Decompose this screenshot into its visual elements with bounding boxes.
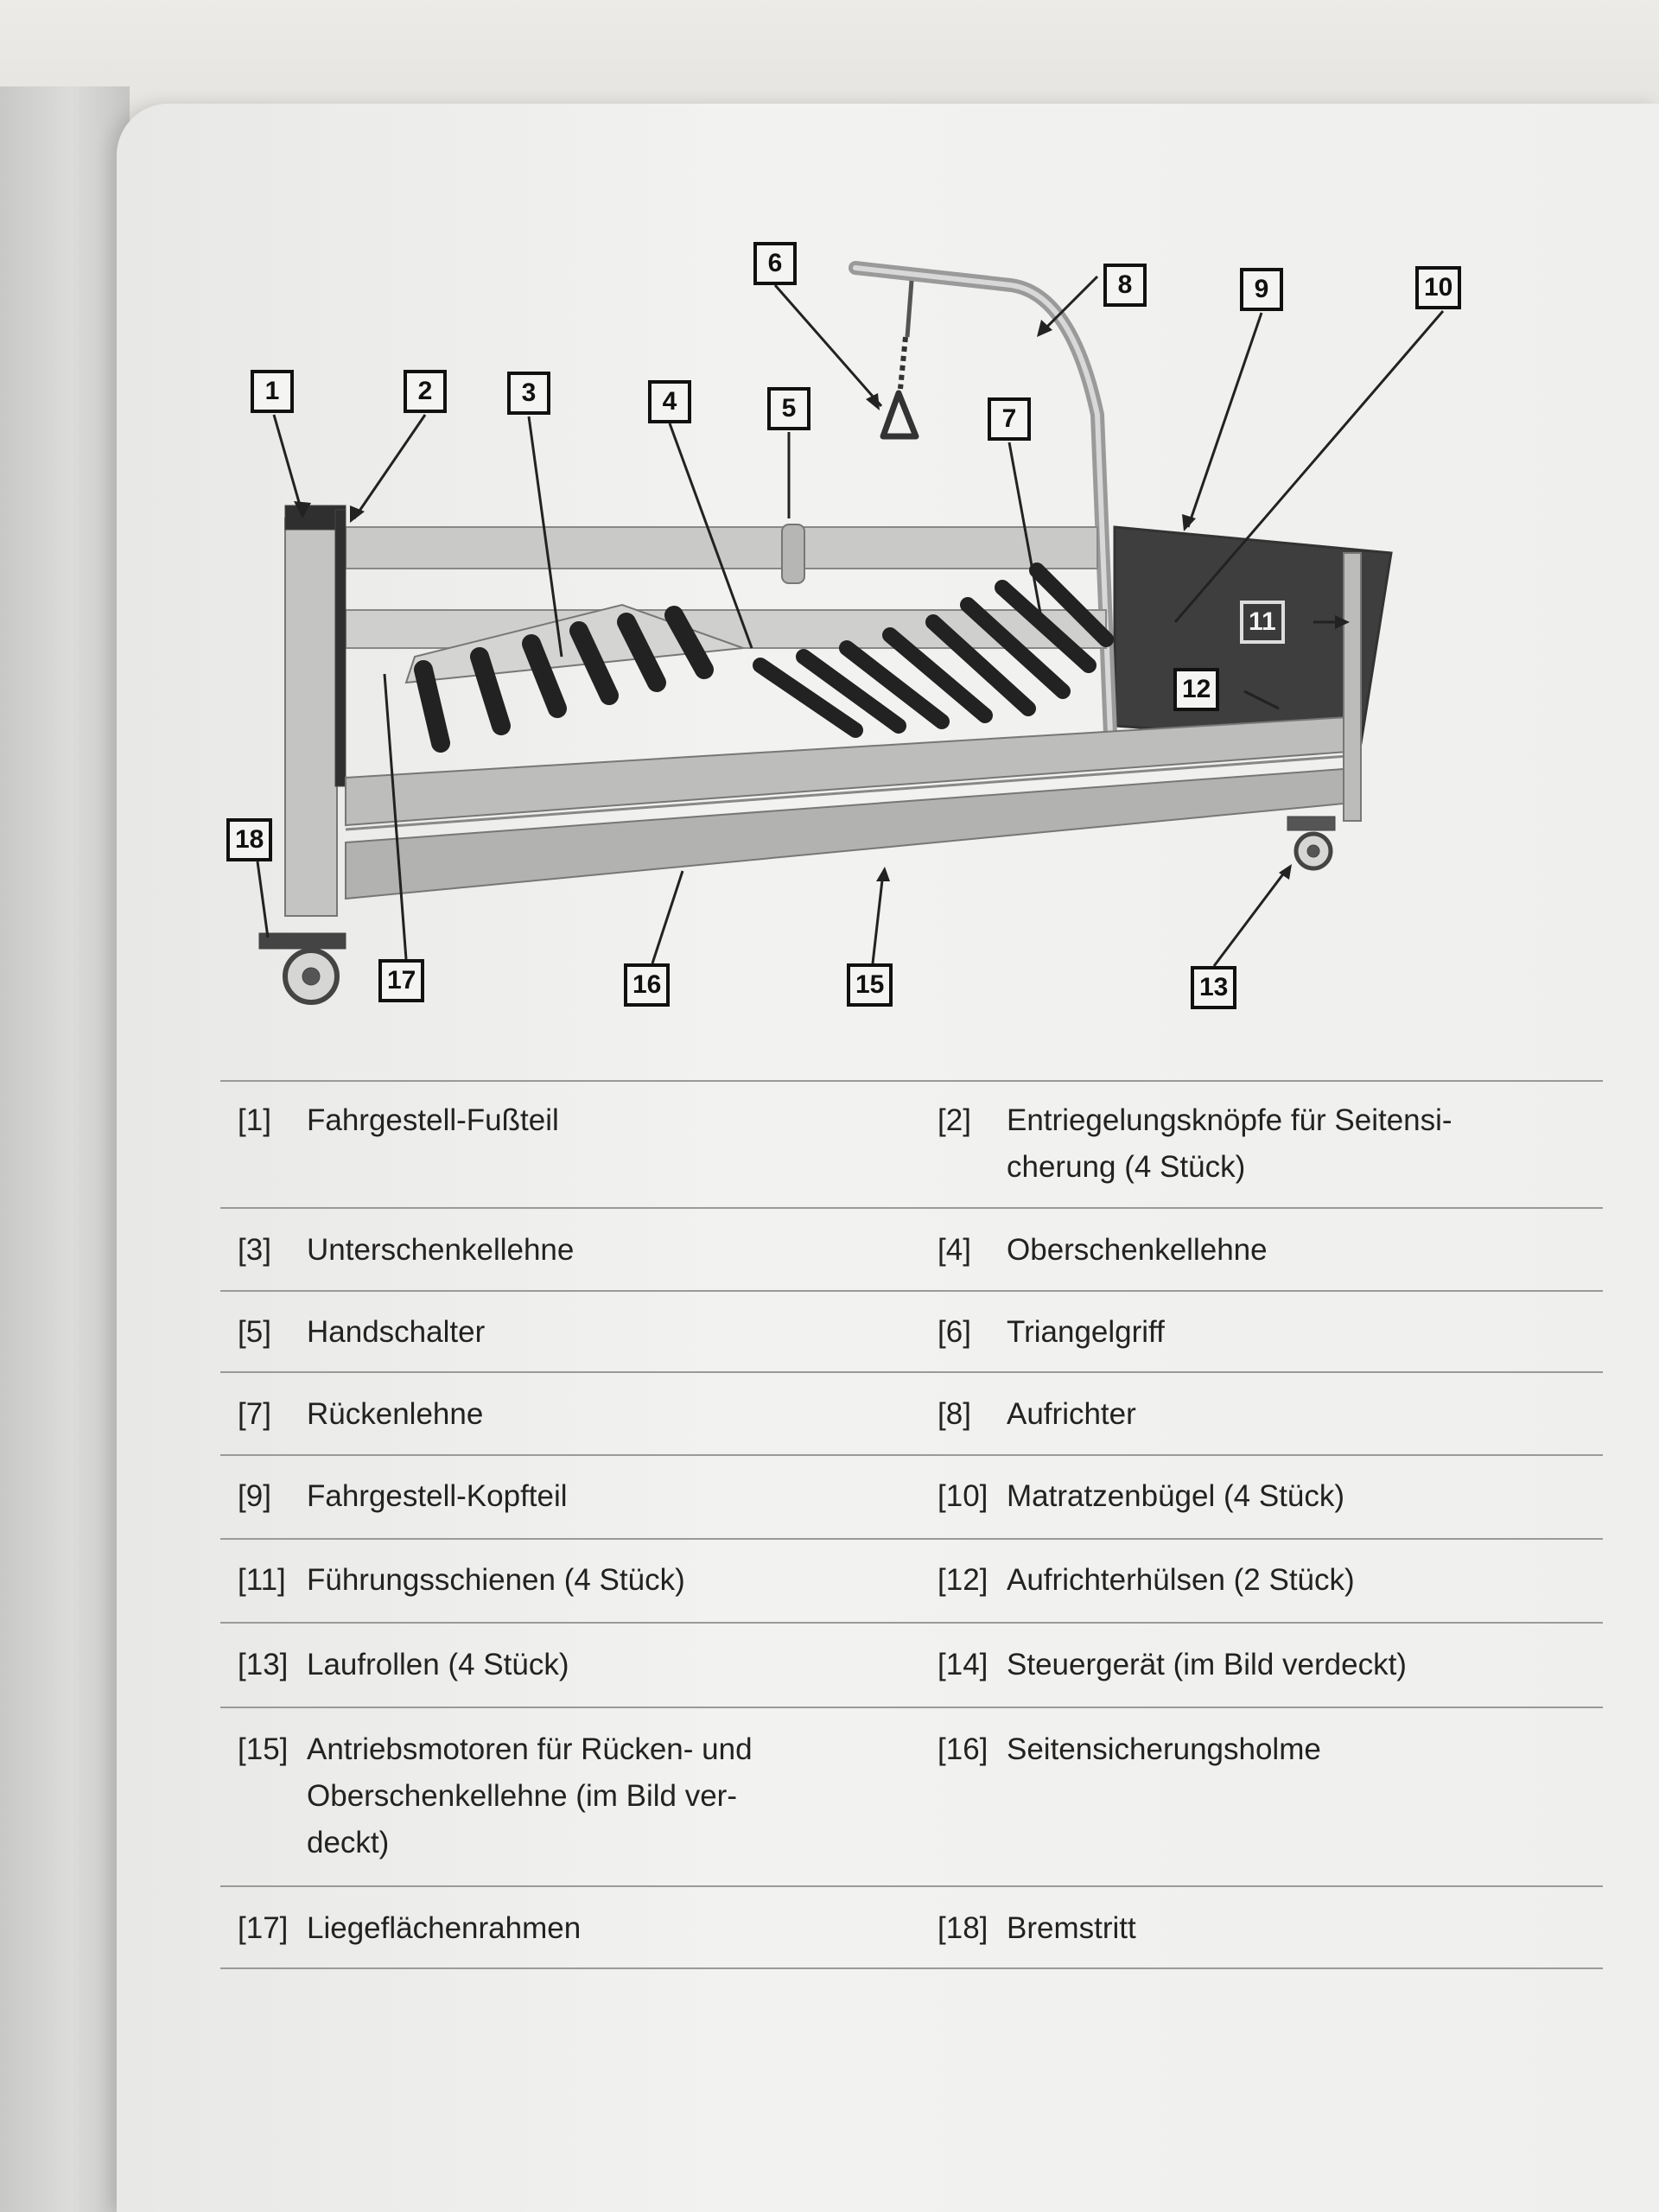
legend-item-1: [1] Fahrgestell-Fußteil	[238, 1097, 894, 1144]
arrowheads	[294, 320, 1350, 881]
legend-text: Handschalter	[307, 1315, 486, 1349]
legend-number: [13]	[238, 1648, 289, 1681]
left-page-edge	[0, 86, 130, 2212]
legend-number: [17]	[238, 1911, 289, 1945]
callout-10: 10	[1415, 266, 1462, 309]
legend-text: Bremstritt	[1007, 1911, 1136, 1945]
legend-number: [14]	[938, 1648, 988, 1681]
legend-divider	[220, 1290, 1603, 1292]
legend-divider	[220, 1207, 1603, 1209]
legend-text: Seitensicherungsholme	[1007, 1732, 1321, 1766]
legend-item-5: [5] Handschalter	[238, 1309, 894, 1356]
leader-lines	[256, 275, 1445, 967]
legend-number: [16]	[938, 1732, 988, 1766]
legend-divider	[220, 1885, 1603, 1887]
callout-16: 16	[624, 963, 671, 1007]
legend-text: Rückenlehne	[307, 1397, 484, 1431]
callout-9: 9	[1240, 268, 1283, 311]
callout-5: 5	[767, 387, 810, 430]
callout-15: 15	[847, 963, 893, 1007]
legend-text: Antriebsmotoren für Rücken- und Obersche…	[307, 1732, 753, 1859]
trapeze-handle	[880, 390, 919, 440]
legend-text: Fahrgestell-Kopfteil	[307, 1479, 568, 1513]
callout-7: 7	[988, 397, 1031, 441]
legend-divider	[220, 1538, 1603, 1540]
hand-switch	[781, 524, 805, 584]
callout-2: 2	[404, 370, 447, 413]
legend-text: Matratzenbügel (4 Stück)	[1007, 1479, 1345, 1513]
legend-number: [2]	[938, 1103, 971, 1137]
trapeze-chain	[898, 336, 908, 390]
callout-8: 8	[1103, 264, 1147, 307]
legend-divider	[220, 1454, 1603, 1456]
slats-back	[753, 563, 1114, 738]
legend-number: [8]	[938, 1397, 971, 1431]
legend-item-15: [15] Antriebsmotoren für Rücken- und Obe…	[238, 1726, 894, 1866]
legend-number: [3]	[238, 1233, 271, 1267]
legend-item-16: [16] Seitensicherungsholme	[938, 1726, 1594, 1773]
legend-item-2: [2] Entriegelungsknöpfe für Seitensi- ch…	[938, 1097, 1594, 1191]
legend-number: [7]	[238, 1397, 271, 1431]
callout-3: 3	[507, 372, 550, 415]
head-post	[1343, 552, 1362, 822]
legend-item-11: [11] Führungsschienen (4 Stück)	[238, 1557, 894, 1604]
callout-1: 1	[251, 370, 294, 413]
legend-divider	[220, 1622, 1603, 1624]
legend-number: [5]	[238, 1315, 271, 1349]
legend-text: Aufrichter	[1007, 1397, 1136, 1431]
legend-item-7: [7] Rückenlehne	[238, 1391, 894, 1438]
foot-post	[284, 518, 338, 917]
callout-11: 11	[1240, 601, 1285, 644]
legend-text: Unterschenkellehne	[307, 1233, 575, 1267]
legend-number: [10]	[938, 1479, 988, 1513]
legend-number: [15]	[238, 1732, 289, 1766]
legend-divider	[220, 1080, 1603, 1082]
legend-number: [4]	[938, 1233, 971, 1267]
callout-4: 4	[648, 380, 691, 423]
legend-text: Oberschenkellehne	[1007, 1233, 1268, 1267]
legend-item-4: [4] Oberschenkellehne	[938, 1227, 1594, 1274]
legend-text: Laufrollen (4 Stück)	[307, 1648, 569, 1681]
legend-item-18: [18] Bremstritt	[938, 1905, 1594, 1952]
legend-text: Fahrgestell-Fußteil	[307, 1103, 559, 1137]
legend-text: Entriegelungsknöpfe für Seitensi- cherun…	[1007, 1103, 1452, 1184]
legend-divider	[220, 1371, 1603, 1373]
callout-13: 13	[1191, 966, 1237, 1009]
callout-6: 6	[753, 242, 797, 285]
callout-12: 12	[1173, 668, 1220, 711]
legend-number: [9]	[238, 1479, 271, 1513]
bed-illustration	[256, 261, 1445, 1005]
legend-text: Steuergerät (im Bild verdeckt)	[1007, 1648, 1407, 1681]
legend-number: [18]	[938, 1911, 988, 1945]
legend-divider	[220, 1707, 1603, 1708]
legend-divider	[220, 1967, 1603, 1969]
callout-18: 18	[226, 818, 273, 861]
legend-text: Triangelgriff	[1007, 1315, 1165, 1349]
slats-leg	[414, 606, 714, 753]
legend-number: [12]	[938, 1563, 988, 1597]
legend-number: [6]	[938, 1315, 971, 1349]
legend-number: [11]	[238, 1563, 286, 1597]
legend-item-8: [8] Aufrichter	[938, 1391, 1594, 1438]
legend-item-14: [14] Steuergerät (im Bild verdeckt)	[938, 1642, 1594, 1688]
legend-item-12: [12] Aufrichterhülsen (2 Stück)	[938, 1557, 1594, 1604]
legend-item-3: [3] Unterschenkellehne	[238, 1227, 894, 1274]
legend-item-10: [10] Matratzenbügel (4 Stück)	[938, 1473, 1594, 1520]
manual-page	[117, 104, 1659, 2212]
legend-text: Aufrichterhülsen (2 Stück)	[1007, 1563, 1355, 1597]
legend-item-13: [13] Laufrollen (4 Stück)	[238, 1642, 894, 1688]
legend-item-6: [6] Triangelgriff	[938, 1309, 1594, 1356]
legend-text: Liegeflächenrahmen	[307, 1911, 582, 1945]
callout-17: 17	[378, 959, 425, 1002]
legend-text: Führungsschienen (4 Stück)	[307, 1563, 685, 1597]
legend-item-9: [9] Fahrgestell-Kopfteil	[238, 1473, 894, 1520]
legend-item-17: [17] Liegeflächenrahmen	[238, 1905, 894, 1952]
legend-number: [1]	[238, 1103, 271, 1137]
